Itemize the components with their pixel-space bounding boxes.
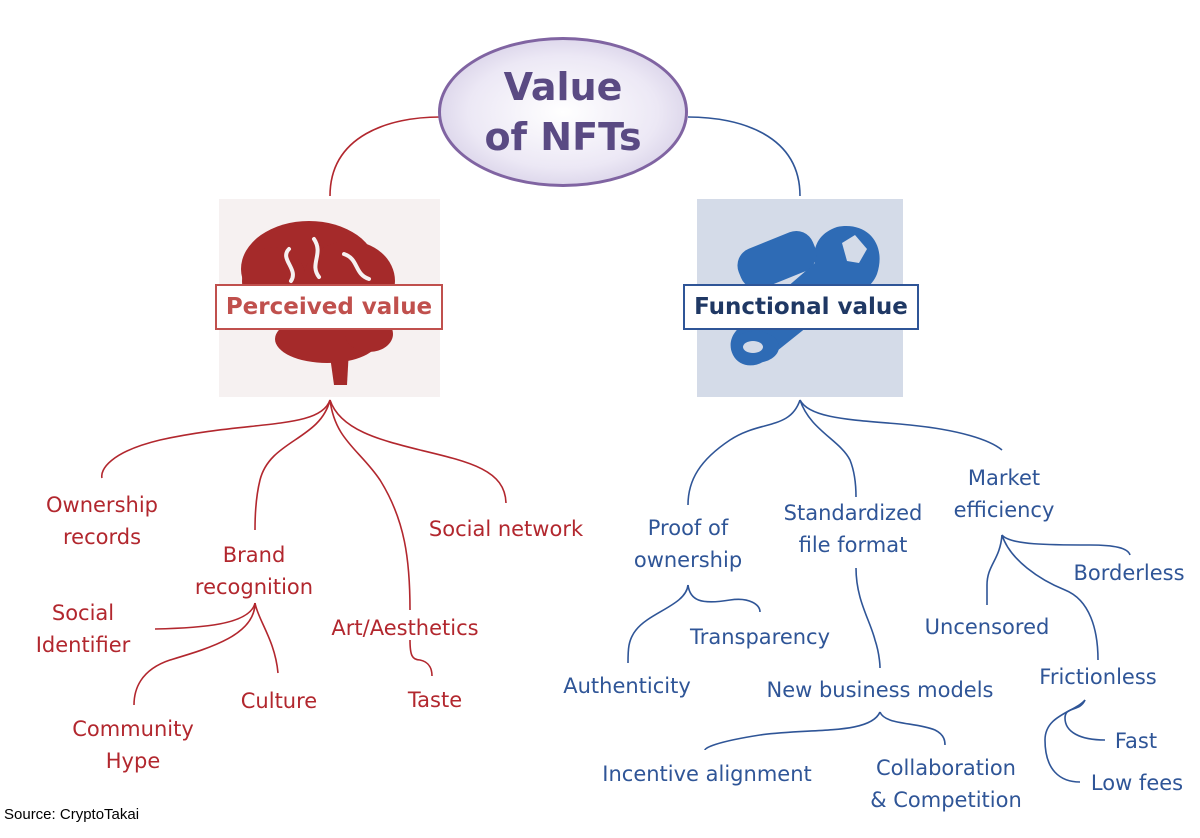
perceived-value-label: Perceived value	[215, 284, 443, 330]
functional-value-label: Functional value	[683, 284, 919, 330]
node-new-business-models: New business models	[766, 678, 994, 702]
node-art-aesthetics: Art/Aesthetics	[331, 616, 479, 640]
node-social-identifier: Social Identifier	[35, 601, 131, 657]
node-market-efficiency: Market efficiency	[953, 466, 1055, 522]
root-title-line1: Value	[503, 65, 623, 109]
wrench-icon	[730, 226, 880, 366]
node-incentive-alignment: Incentive alignment	[602, 762, 812, 786]
node-transparency: Transparency	[689, 625, 831, 649]
node-uncensored: Uncensored	[924, 615, 1050, 639]
node-culture: Culture	[240, 689, 318, 713]
node-ownership-records: Ownership records	[46, 493, 158, 549]
node-taste: Taste	[407, 688, 463, 712]
node-brand-recognition: Brand recognition	[194, 543, 314, 599]
node-community-hype: Community Hype	[72, 717, 194, 773]
node-proof-of-ownership: Proof of ownership	[633, 516, 743, 572]
source-caption: Source: CryptoTakai	[4, 806, 140, 823]
root-title-line2: of NFTs	[484, 115, 642, 159]
node-social-network: Social network	[428, 517, 584, 541]
node-borderless: Borderless	[1073, 561, 1185, 585]
node-authenticity: Authenticity	[563, 674, 691, 698]
functional-tree-links	[627, 399, 1131, 783]
node-collaboration-competition: Collaboration & Competition	[870, 756, 1022, 812]
node-low-fees: Low fees	[1090, 771, 1184, 795]
node-frictionless: Frictionless	[1039, 665, 1157, 689]
root-to-functional-link	[687, 116, 801, 197]
root-to-perceived-link	[329, 116, 441, 197]
node-standardized-file-format: Standardized file format	[783, 501, 923, 557]
value-of-nfts-node: Value of NFTs	[438, 37, 688, 187]
node-fast: Fast	[1114, 729, 1158, 753]
perceived-tree-links	[101, 399, 507, 706]
